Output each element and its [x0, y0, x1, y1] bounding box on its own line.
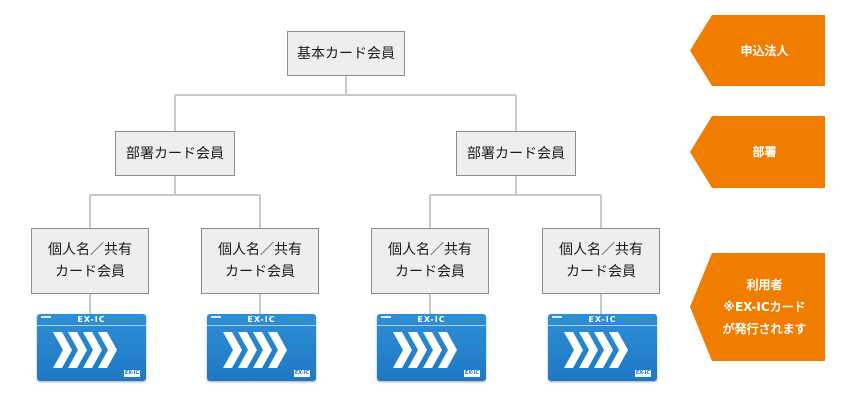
individual-member-label-line1: 個人名／共有 [388, 242, 472, 258]
card-brand-text: EX-IC [417, 315, 446, 324]
card-logo-icon [211, 316, 221, 318]
ex-logo-icon: EX-IC [294, 370, 310, 377]
individual-member-label-line2: カード会員 [395, 264, 465, 280]
individual-member-label-line2: カード会員 [225, 264, 295, 280]
department-member-label: 部署カード会員 [126, 145, 224, 162]
card-brand-text: EX-IC [247, 315, 276, 324]
level-tag-department: 部署 [690, 116, 825, 188]
level-tag-label: 部署 [752, 145, 777, 159]
individual-member-box: 個人名／共有 カード会員 [31, 228, 149, 294]
level-tag-label-line2: ※EX-ICカード [723, 300, 806, 314]
individual-member-label-line1: 個人名／共有 [218, 242, 302, 258]
card-logo-icon [41, 316, 51, 318]
ex-ic-card: EX-IC EX-IC [548, 314, 657, 381]
root-member-box: 基本カード会員 [287, 31, 405, 76]
card-logo-icon [552, 316, 562, 318]
individual-member-label-line1: 個人名／共有 [48, 242, 132, 258]
individual-member-label-line2: カード会員 [55, 264, 125, 280]
card-stripe [377, 325, 486, 326]
chevron-arrows-icon [53, 332, 117, 368]
ex-logo-icon: EX-IC [464, 370, 480, 377]
department-member-box: 部署カード会員 [456, 131, 576, 176]
chevron-arrows-icon [564, 332, 628, 368]
ex-ic-card: EX-IC EX-IC [207, 314, 316, 381]
level-tag-label: 申込法人 [740, 43, 789, 58]
level-tag-label-line1: 利用者 [746, 278, 783, 292]
ex-ic-card: EX-IC EX-IC [377, 314, 486, 381]
chevron-arrows-icon [223, 332, 287, 368]
department-member-box: 部署カード会員 [115, 131, 235, 176]
card-stripe [37, 325, 146, 326]
card-brand-text: EX-IC [77, 315, 106, 324]
individual-member-label-line2: カード会員 [566, 264, 636, 280]
card-stripe [548, 325, 657, 326]
card-logo-icon [381, 316, 391, 318]
ex-ic-card: EX-IC EX-IC [37, 314, 146, 381]
individual-member-box: 個人名／共有 カード会員 [371, 228, 489, 294]
individual-member-box: 個人名／共有 カード会員 [542, 228, 660, 294]
department-member-label: 部署カード会員 [467, 145, 565, 162]
individual-member-box: 個人名／共有 カード会員 [201, 228, 319, 294]
chevron-arrows-icon [393, 332, 457, 368]
card-brand-text: EX-IC [588, 315, 617, 324]
ex-logo-icon: EX-IC [635, 370, 651, 377]
individual-member-label-line1: 個人名／共有 [559, 242, 643, 258]
card-stripe [207, 325, 316, 326]
level-tag-applicant: 申込法人 [690, 15, 825, 86]
level-tag-label-line3: が発行されます [722, 322, 807, 336]
level-tag-user: 利用者 ※EX-ICカード が発行されます [690, 253, 825, 361]
root-member-label: 基本カード会員 [297, 45, 395, 62]
ex-logo-icon: EX-IC [124, 370, 140, 377]
